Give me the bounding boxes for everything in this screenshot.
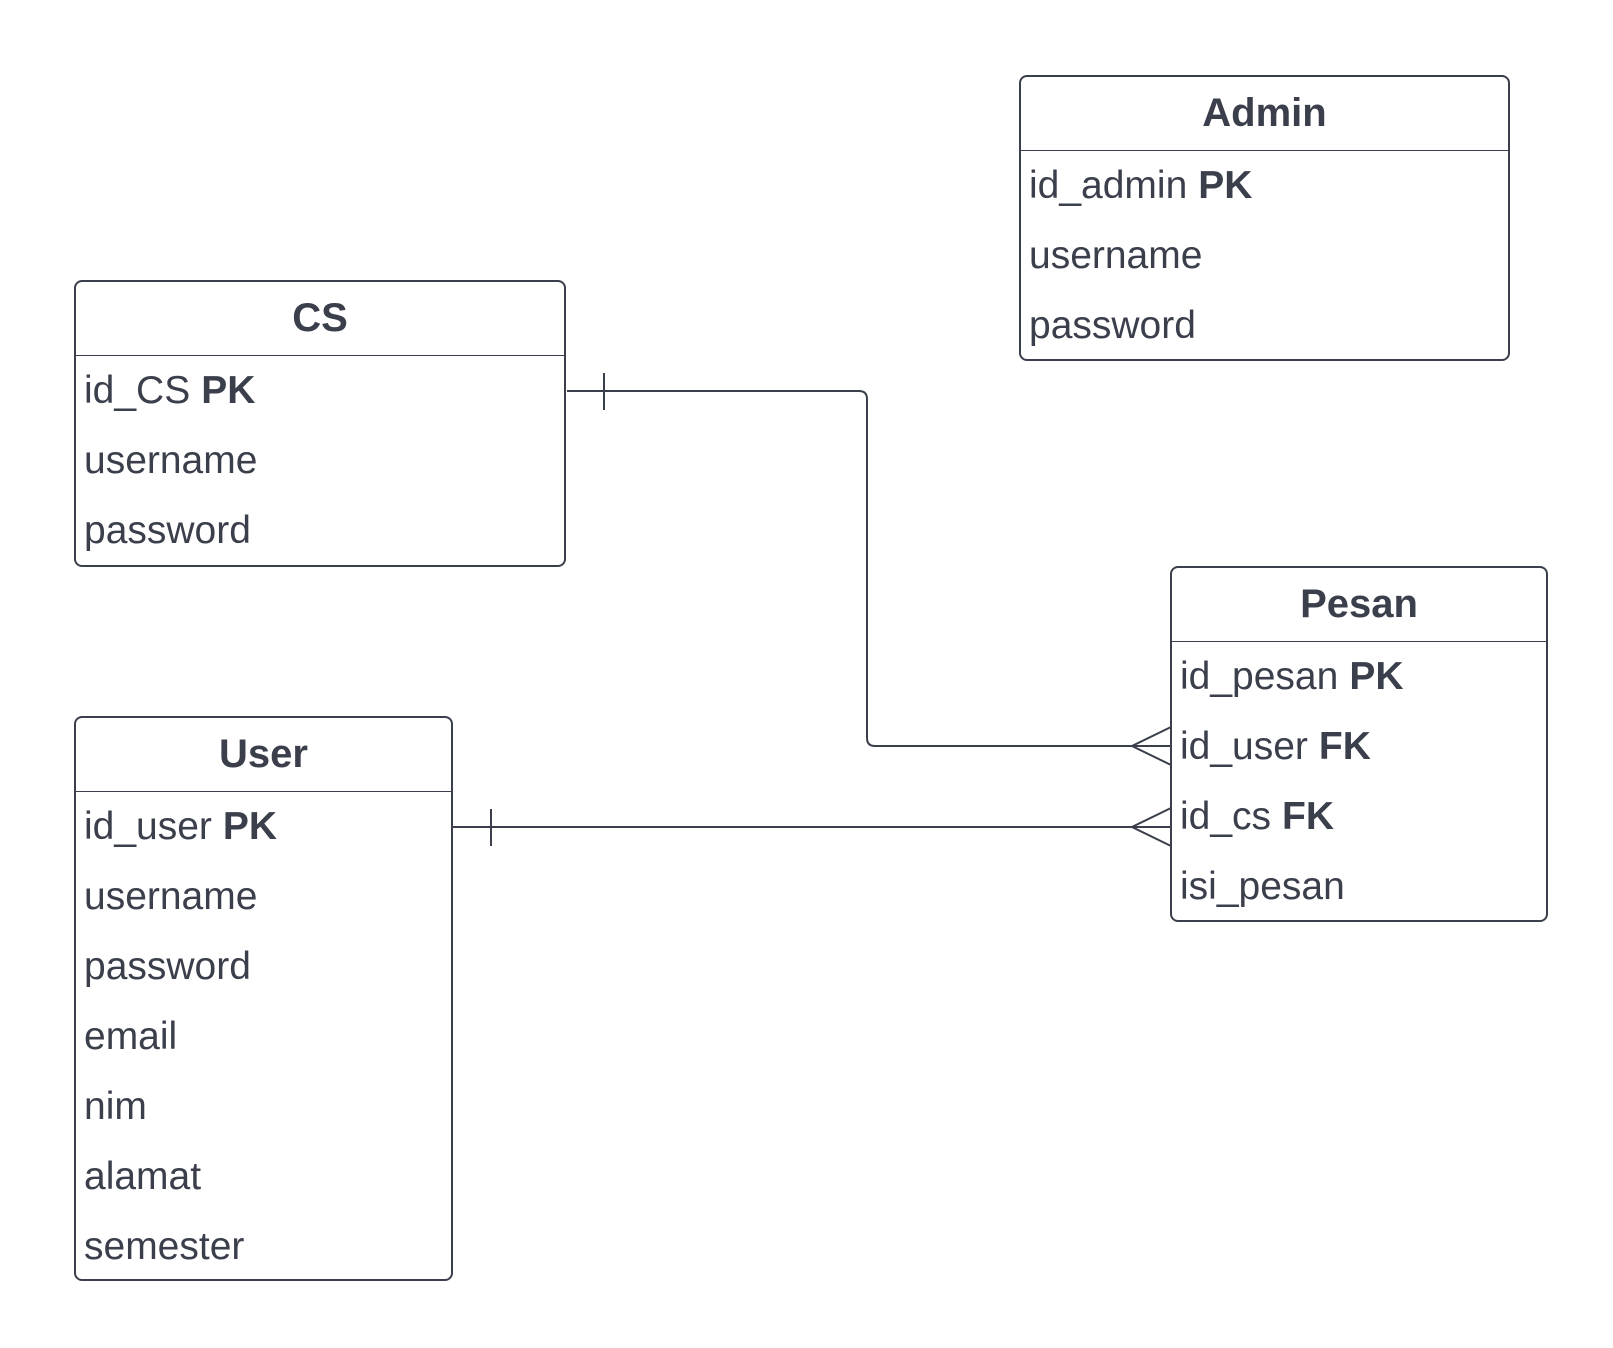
attribute-name: password [84, 945, 251, 988]
attribute-row: id_user FK [1172, 712, 1546, 782]
entity-cs[interactable]: CS id_CS PK username password [74, 280, 566, 567]
attribute-row: password [76, 496, 564, 566]
entity-cs-title: CS [76, 282, 564, 356]
attribute-row: id_cs FK [1172, 782, 1546, 852]
attribute-name: username [84, 439, 258, 482]
attribute-name: username [1029, 234, 1203, 277]
attribute-name: id_admin [1029, 164, 1188, 207]
attribute-row: id_user PK [76, 792, 451, 862]
attribute-name: semester [84, 1225, 245, 1268]
attribute-row: nim [76, 1072, 451, 1142]
attribute-row: semester [76, 1212, 451, 1282]
attribute-name: alamat [84, 1155, 202, 1198]
attribute-row: alamat [76, 1142, 451, 1212]
attribute-name: username [84, 875, 258, 918]
attribute-row: id_CS PK [76, 356, 564, 426]
attribute-name: email [84, 1015, 178, 1058]
attribute-name: id_pesan [1180, 655, 1339, 698]
many-marker-pesan-id-cs [1129, 807, 1172, 847]
attribute-row: username [1021, 221, 1508, 291]
entity-admin-title: Admin [1021, 77, 1508, 151]
attribute-row: isi_pesan [1172, 852, 1546, 922]
attribute-row: password [1021, 291, 1508, 361]
attribute-name: id_cs [1180, 795, 1272, 838]
primary-key-badge: PK [1349, 655, 1404, 698]
attribute-name: id_CS [84, 369, 191, 412]
entity-pesan-title: Pesan [1172, 568, 1546, 642]
relationship-line-cs-pesan[interactable] [567, 390, 1171, 747]
attribute-name: password [1029, 304, 1196, 347]
entity-user-title: User [76, 718, 451, 792]
primary-key-badge: PK [201, 369, 256, 412]
attribute-row: id_admin PK [1021, 151, 1508, 221]
many-marker-pesan-id-user [1129, 726, 1172, 766]
attribute-row: password [76, 932, 451, 1002]
primary-key-badge: PK [1198, 164, 1253, 207]
attribute-row: id_pesan PK [1172, 642, 1546, 712]
entity-user[interactable]: User id_user PK username password email … [74, 716, 453, 1281]
foreign-key-badge: FK [1318, 725, 1371, 768]
primary-key-badge: PK [222, 805, 278, 848]
entity-admin[interactable]: Admin id_admin PK username password [1019, 75, 1510, 361]
attribute-row: username [76, 426, 564, 496]
attribute-name: id_user [1180, 725, 1308, 768]
attribute-name: nim [84, 1085, 147, 1128]
foreign-key-badge: FK [1282, 795, 1335, 838]
attribute-name: password [84, 509, 251, 552]
attribute-row: username [76, 862, 451, 932]
attribute-name: id_user [84, 805, 212, 848]
attribute-name: isi_pesan [1180, 865, 1345, 908]
attribute-row: email [76, 1002, 451, 1072]
entity-pesan[interactable]: Pesan id_pesan PK id_user FK id_cs FK is… [1170, 566, 1548, 922]
